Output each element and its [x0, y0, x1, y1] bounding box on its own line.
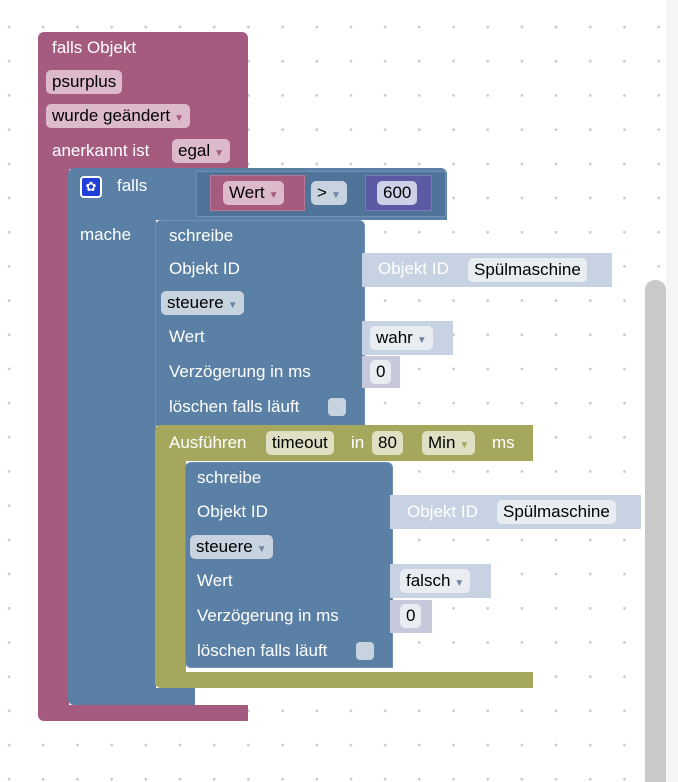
unit-value: Min: [428, 433, 456, 452]
ms-label: ms: [492, 433, 515, 452]
dropdown-arrow-icon: ▼: [227, 300, 238, 311]
if-label: falls: [117, 176, 148, 195]
ack-label: anerkannt ist: [52, 141, 150, 160]
ack-dropdown[interactable]: egal▼: [172, 139, 231, 163]
object-id-field[interactable]: Spülmaschine: [468, 258, 587, 282]
object-id-label: Objekt ID: [197, 502, 268, 521]
bool-dropdown[interactable]: wahr▼: [370, 326, 433, 350]
event-block-spine: [38, 168, 69, 708]
dropdown-arrow-icon: ▼: [416, 335, 427, 346]
value-label: Wert: [169, 327, 205, 346]
bool-value: wahr: [376, 328, 413, 347]
write-block-2[interactable]: [185, 462, 393, 668]
if-block-bottom: [68, 688, 195, 705]
value-label: Wert: [197, 571, 233, 590]
timeout-name-field[interactable]: timeout: [266, 431, 334, 455]
ack-value: egal: [178, 141, 211, 160]
clear-label: löschen falls läuft: [197, 641, 328, 660]
dropdown-arrow-icon: ▼: [256, 544, 267, 555]
bool-dropdown[interactable]: falsch▼: [400, 569, 471, 593]
trigger-dropdown[interactable]: wurde geändert▼: [46, 104, 191, 128]
dropdown-arrow-icon: ▼: [174, 113, 185, 124]
clear-checkbox[interactable]: [328, 398, 346, 416]
number-field[interactable]: 600: [377, 181, 418, 205]
bool-value: falsch: [406, 571, 451, 590]
mode-dropdown[interactable]: steuere▼: [190, 535, 273, 559]
wert-dropdown[interactable]: Wert▼: [223, 181, 285, 205]
operator-dropdown[interactable]: >▼: [311, 181, 347, 205]
delay-label: Verzögerung in ms: [169, 362, 311, 381]
do-label: mache: [80, 225, 132, 244]
wert-value: Wert: [229, 183, 265, 202]
dropdown-arrow-icon: ▼: [454, 578, 465, 589]
object-id-prefix: Objekt ID: [378, 259, 449, 278]
right-edge: [666, 0, 678, 782]
object-id-prefix: Objekt ID: [407, 502, 478, 521]
delay-field[interactable]: 0: [370, 360, 392, 384]
dropdown-arrow-icon: ▼: [268, 190, 279, 201]
mode-dropdown[interactable]: steuere▼: [161, 291, 244, 315]
write-title: schreibe: [169, 226, 234, 245]
vertical-scrollbar[interactable]: [645, 280, 666, 782]
timeout-label: Ausführen: [169, 433, 247, 452]
dropdown-arrow-icon: ▼: [459, 440, 470, 451]
write-block-1[interactable]: [155, 220, 365, 426]
gear-icon[interactable]: ✿: [80, 176, 102, 198]
in-label: in: [351, 433, 365, 452]
timeout-spine: [155, 460, 186, 674]
mode-value: steuere: [167, 293, 224, 312]
dropdown-arrow-icon: ▼: [330, 190, 341, 201]
dropdown-arrow-icon: ▼: [214, 148, 225, 159]
object-id-field[interactable]: Spülmaschine: [497, 500, 616, 524]
operator-value: >: [317, 183, 327, 202]
object-id-label: Objekt ID: [169, 259, 240, 278]
trigger-value: wurde geändert: [52, 106, 171, 125]
delay-field[interactable]: 0: [400, 604, 422, 628]
event-title: falls Objekt: [52, 38, 137, 57]
object-field[interactable]: psurplus: [46, 70, 123, 94]
clear-label: löschen falls läuft: [169, 397, 300, 416]
delay-label: Verzögerung in ms: [197, 606, 339, 625]
clear-checkbox[interactable]: [356, 642, 374, 660]
write-title: schreibe: [197, 468, 262, 487]
unit-dropdown[interactable]: Min▼: [422, 431, 476, 455]
event-block-bottom: [38, 705, 248, 721]
mode-value: steuere: [196, 537, 253, 556]
if-block-spine: [68, 218, 156, 690]
timeout-amount-field[interactable]: 80: [372, 431, 403, 455]
timeout-bottom: [155, 672, 533, 688]
